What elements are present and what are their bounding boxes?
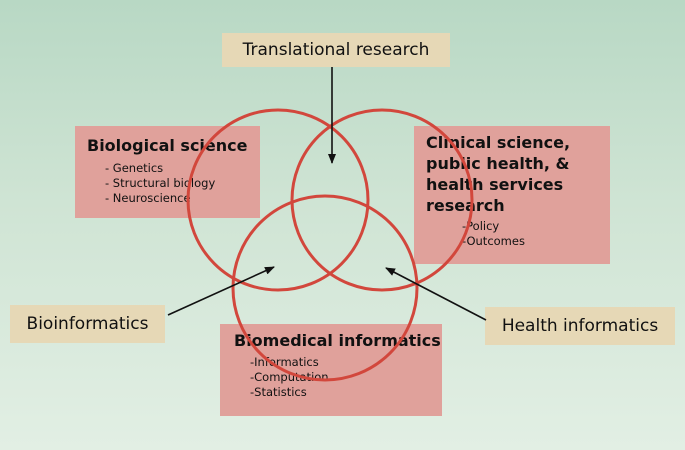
list-item: -Policy: [462, 219, 500, 233]
health-informatics-arrow: [385, 267, 487, 321]
bioinformatics-label: Bioinformatics: [10, 305, 165, 343]
biological-science-title: Biological science: [87, 136, 248, 155]
translational-research-label: Translational research: [222, 33, 450, 67]
health-informatics-label: Health informatics: [485, 307, 675, 345]
biological-science-box: Biological science - Genetics - Structur…: [75, 126, 260, 218]
biological-science-circle: [186, 108, 370, 292]
list-item: -Computation: [250, 370, 329, 384]
list-item: -Outcomes: [462, 234, 525, 248]
biomedical-informatics-box: Biomedical informatics -Informatics -Com…: [220, 324, 442, 416]
list-item: -Statistics: [250, 385, 307, 399]
clinical-science-circle: [290, 108, 474, 292]
biomedical-informatics-title: Biomedical informatics: [234, 331, 441, 350]
clinical-science-title-line: health services: [426, 175, 564, 194]
list-item: - Genetics: [105, 161, 164, 175]
clinical-science-box: Clinical science, public health, & healt…: [414, 126, 610, 264]
list-item: - Neuroscience: [105, 191, 191, 205]
bioinformatics-arrow: [167, 266, 275, 316]
clinical-science-list: -Policy -Outcomes: [462, 219, 610, 249]
clinical-science-title-line: Clinical science,: [426, 133, 571, 152]
biomedical-informatics-circle: [231, 194, 419, 382]
clinical-science-title-line: research: [426, 196, 505, 215]
